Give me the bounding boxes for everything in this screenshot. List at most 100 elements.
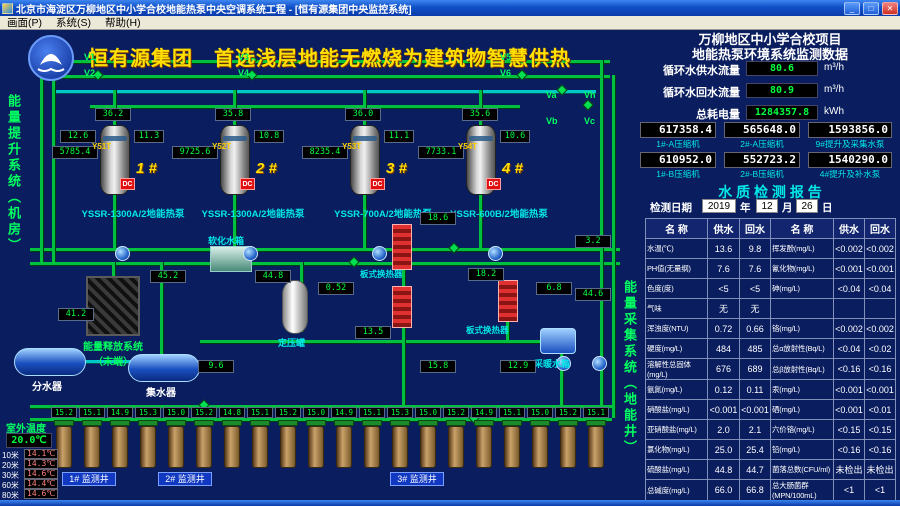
report-day-box[interactable]: 26	[796, 199, 818, 213]
unit-model-label-2: YSSR-1300A/2地能热泵	[201, 209, 305, 220]
well-casing	[448, 426, 464, 468]
wq-param: 硬度(mg/L)	[645, 338, 708, 359]
wq-value: <0.16	[864, 439, 896, 460]
title-bar: 北京市海淀区万柳地区中小学合校地能热泵中央空调系统工程 - [恒有源集团中央监控…	[0, 0, 900, 16]
wq-value: 无	[707, 298, 740, 319]
well-cap	[110, 420, 130, 426]
valve-label: V2	[84, 68, 96, 78]
wq-value: <0.04	[833, 278, 865, 299]
mini-display: 15.8	[420, 360, 456, 373]
pump-icon[interactable]	[115, 246, 130, 261]
pump-icon[interactable]	[488, 246, 503, 261]
wq-param: 氨氮(mg/L)	[645, 379, 708, 400]
well-casing	[252, 426, 268, 468]
wq-param: 硒(mg/L)	[770, 399, 834, 420]
wq-row: 气味无无	[645, 298, 896, 319]
mini-display: 6.8	[536, 282, 572, 295]
unit-counter-display-2: 9725.6	[172, 146, 218, 159]
valve-icon[interactable]	[448, 242, 460, 254]
report-year-box[interactable]: 2019	[702, 199, 736, 213]
valve-label: V1	[84, 52, 96, 62]
mini-display: 44.8	[255, 270, 291, 283]
depth-label: 80米	[2, 491, 19, 500]
pump-icon[interactable]	[243, 246, 258, 261]
well-casing	[504, 426, 520, 468]
menu-item-0[interactable]: 画面(P)	[7, 17, 42, 29]
well-cap	[502, 420, 522, 426]
close-button[interactable]: ✕	[882, 1, 898, 15]
sensor-tag: Y54T	[458, 142, 478, 151]
wq-value: <0.04	[864, 278, 896, 299]
mini-display: 13.5	[355, 326, 391, 339]
well-temp-display: 15.2	[555, 407, 581, 418]
well-temp-display: 15.0	[163, 407, 189, 418]
counter-label-row1-1: 2#-A压缩机	[740, 139, 784, 149]
well-casing	[532, 426, 548, 468]
well-temp-display: 15.0	[415, 407, 441, 418]
wq-value: 689	[739, 358, 771, 380]
valve-icon[interactable]	[556, 84, 568, 96]
heating-tank-label: 采暖水箱	[534, 359, 571, 369]
wq-value: <0.04	[833, 338, 865, 359]
system-label-right: 能量采集系统（地能井）	[622, 280, 637, 456]
unit-temp-display-4: 10.6	[500, 130, 530, 143]
valve-label: V4	[238, 68, 250, 78]
pump-icon[interactable]	[592, 356, 607, 371]
valve-icon[interactable]	[582, 99, 594, 111]
well-temp-display: 15.1	[79, 407, 105, 418]
monitoring-well-label-1[interactable]: 1# 监测井	[62, 472, 116, 486]
energy-counter-row2-0: 610952.0	[640, 152, 716, 168]
valve-label: Vh	[584, 90, 596, 100]
system-label-left: 能量提升系统（机房）	[6, 94, 21, 254]
vessel-band	[103, 136, 127, 141]
unit-temp-display-3: 11.1	[384, 130, 414, 143]
mini-display: 3.2	[575, 235, 611, 248]
valve-label: Vc	[584, 116, 596, 126]
unit-number-4: 4 #	[502, 160, 523, 177]
wq-param: 总碱度(mg/L)	[645, 479, 708, 500]
monitoring-well-label-2[interactable]: 2# 监测井	[158, 472, 212, 486]
flow-value-2: 1284357.8	[746, 105, 818, 120]
mini-display: 44.6	[575, 288, 611, 301]
monitoring-well-label-3[interactable]: 3# 监测井	[390, 472, 444, 486]
report-month-suffix: 月	[782, 202, 793, 214]
wq-value: 66.8	[739, 479, 771, 500]
well-cap	[250, 420, 270, 426]
unit-counter-display-1: 5785.4	[52, 146, 98, 159]
wq-value: <0.001	[833, 258, 865, 279]
pump-icon[interactable]	[556, 356, 571, 371]
menu-item-1[interactable]: 系统(S)	[56, 17, 91, 29]
wq-value	[864, 298, 896, 319]
valve-icon[interactable]	[348, 256, 360, 268]
maximize-button[interactable]: □	[863, 1, 879, 15]
well-cap	[194, 420, 214, 426]
sail-logo-icon	[37, 54, 65, 72]
flow-label-0: 循环水供水流量	[663, 65, 740, 77]
banner-headline: 恒有源集团 首选浅层地能无燃烧为建筑物智慧供热	[88, 48, 571, 70]
app-icon	[2, 2, 13, 14]
wq-value: 0.72	[707, 318, 740, 339]
well-temp-display: 15.2	[443, 407, 469, 418]
water-collector-label: 集水器	[146, 388, 176, 399]
unit-model-label-4: YSSR-600B/2地能热泵	[450, 209, 548, 220]
depth-temp-value: 14.6℃	[24, 469, 59, 479]
pump-icon[interactable]	[372, 246, 387, 261]
energy-counter-row1-2: 1593856.0	[808, 122, 892, 138]
heat-pump-vessel-1[interactable]	[100, 125, 130, 195]
wq-param: 氯化物(mg/L)	[645, 439, 708, 460]
energy-counter-row1-1: 565648.0	[724, 122, 800, 138]
minimize-button[interactable]: _	[844, 1, 860, 15]
well-casing	[56, 426, 72, 468]
heat-exchanger-label-b: 板式换热器	[466, 325, 509, 335]
valve-icon[interactable]	[516, 69, 528, 81]
wq-value: 无	[739, 298, 771, 319]
report-title: 水 质 检 测 报 告	[718, 184, 822, 200]
menu-item-2[interactable]: 帮助(H)	[105, 17, 141, 29]
report-month-box[interactable]: 12	[756, 199, 778, 213]
pipe-segment	[560, 340, 563, 405]
counter-label-row1-2: 9#提升及采集水泵	[815, 139, 885, 149]
